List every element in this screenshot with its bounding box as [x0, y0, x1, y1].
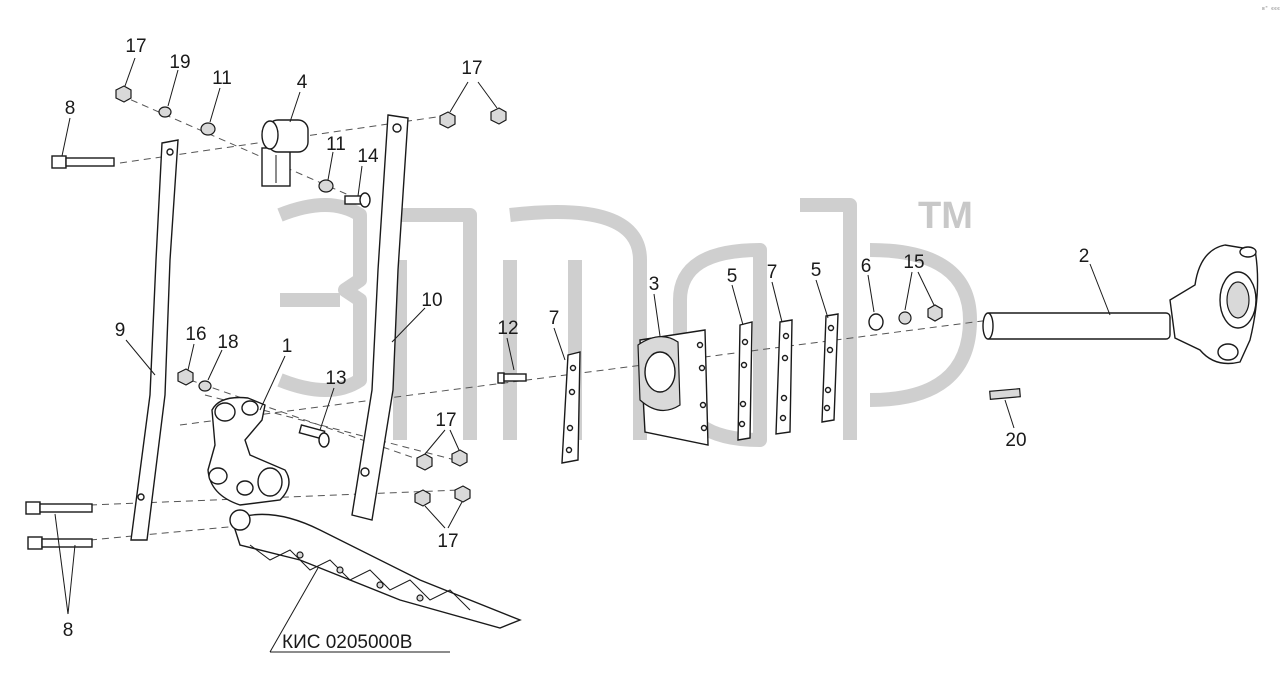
- knife-bar-assembly: [229, 509, 522, 629]
- callout-7-left: 7: [549, 308, 560, 329]
- plate-7-left: [561, 351, 581, 464]
- part-1-lever: [207, 396, 290, 506]
- corner-mark: в" єєє: [1262, 6, 1280, 12]
- part-3-bearing-housing: [637, 329, 709, 446]
- callout-11-upper: 11: [212, 68, 232, 89]
- callout-6: 6: [861, 256, 872, 277]
- part-10-strip: [351, 114, 409, 521]
- callout-5-left: 5: [727, 266, 738, 287]
- callout-labels: 17 19 11 4 17 8 11 14 10 9 16 18 1 13 12…: [63, 36, 1090, 641]
- nuts-and-washers: [115, 85, 943, 507]
- callout-17-bottom: 17: [437, 531, 458, 552]
- part-2-shaft-with-fork: [982, 244, 1259, 365]
- callout-15: 15: [903, 252, 924, 273]
- bolt-8-lower-b: [27, 536, 93, 550]
- callout-11-lower: 11: [326, 134, 346, 155]
- part-4-bushing-bracket: [261, 119, 309, 187]
- callout-17-top-right: 17: [461, 58, 482, 79]
- bolt-8-lower-a: [25, 501, 93, 515]
- bolt-13: [298, 424, 330, 448]
- callout-20: 20: [1005, 430, 1026, 451]
- callout-12: 12: [497, 318, 518, 339]
- part-9-strip: [130, 139, 179, 541]
- callout-8-bottom: 8: [63, 620, 74, 641]
- callout-16: 16: [185, 324, 206, 345]
- part-20-key: [989, 388, 1021, 400]
- callout-19: 19: [169, 52, 190, 73]
- callout-10: 10: [421, 290, 442, 311]
- callout-3: 3: [649, 274, 660, 295]
- plate-5-left: [737, 321, 753, 441]
- callout-14: 14: [357, 146, 379, 167]
- callout-17-top-left: 17: [125, 36, 146, 57]
- callout-4: 4: [297, 72, 308, 93]
- plate-5-right: [821, 313, 839, 423]
- callout-9: 9: [115, 320, 126, 341]
- leader-lines: [54, 57, 1111, 653]
- reference-designation: КИС 0205000В: [282, 632, 412, 653]
- callout-2: 2: [1079, 246, 1090, 267]
- callout-13: 13: [325, 368, 346, 389]
- callout-5-right: 5: [811, 260, 822, 281]
- bolt-12: [497, 372, 527, 384]
- callout-7-right: 7: [767, 262, 778, 283]
- callout-18: 18: [217, 332, 238, 353]
- trademark-mark: TM: [918, 195, 973, 237]
- plate-7-right: [775, 319, 793, 435]
- callout-1: 1: [282, 336, 293, 357]
- callout-8-top: 8: [65, 98, 76, 119]
- callout-17-middle: 17: [435, 410, 456, 431]
- bolt-14: [344, 192, 371, 208]
- bolt-8-top: [51, 155, 115, 169]
